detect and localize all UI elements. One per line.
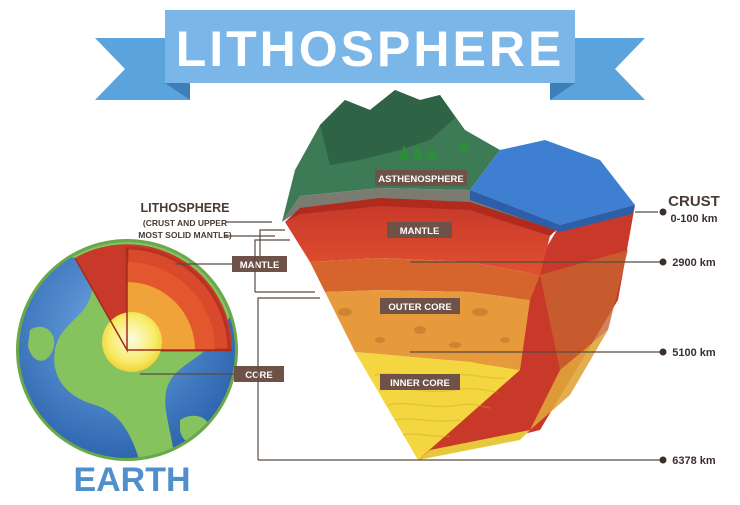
tag-mantle-text: MANTLE [400,226,440,237]
mantle-marker [659,258,667,266]
mantle-depth: 2900 km [672,257,716,269]
inner-core-marker [659,456,667,464]
lithosphere-label-line1: (CRUST AND UPPER [143,218,227,228]
tag-asthenosphere-text: ASTHENOSPHERE [378,174,464,185]
tag-inner-core: INNER CORE [380,374,460,390]
cutaway-inner-core [102,312,162,372]
cutaway-crust [125,246,231,352]
earth-mantle-tag: MANTLE [175,256,287,272]
inner-core-depth: 6378 km [672,455,716,467]
earth-label: EARTH [73,461,190,499]
earth-core-tag-text: CORE [245,370,272,381]
tag-outer-core-text: OUTER CORE [388,302,451,313]
tag-mantle: MANTLE [387,222,452,238]
outer-core-marker [659,348,667,356]
tag-inner-core-text: INNER CORE [390,378,450,389]
connector-lines [225,211,660,461]
banner-body [165,10,575,83]
tag-asthenosphere: ASTHENOSPHERE [375,170,467,186]
crust-depth: 0-100 km [670,213,717,225]
page-title: LITHOSPHERE [176,21,565,77]
lithosphere-label: LITHOSPHERE (CRUST AND UPPER MOST SOLID … [138,201,232,240]
slice-ocean [470,140,635,225]
crust-marker [659,208,667,216]
earth-mantle-tag-text: MANTLE [240,260,280,271]
slice-lower-mantle [310,258,540,300]
earth-globe: EARTH [16,239,238,499]
earth-slice: ASTHENOSPHERE MANTLE OUTER CORE INNER CO… [282,90,635,460]
banner-left-fold [165,83,190,100]
outer-core-depth: 5100 km [672,347,716,359]
crust-label: CRUST [668,193,720,210]
title-banner: LITHOSPHERE [95,10,645,100]
lithosphere-label-line2: MOST SOLID MANTLE) [138,230,232,240]
slice-mantle [285,206,550,275]
earth-core-tag: CORE [140,366,284,382]
banner-right-fold [550,83,575,100]
trees [398,138,470,160]
tag-outer-core: OUTER CORE [380,298,460,314]
globe-cutaway [74,244,233,372]
slice-asthenosphere [285,198,556,236]
lithosphere-label-title: LITHOSPHERE [141,201,230,215]
